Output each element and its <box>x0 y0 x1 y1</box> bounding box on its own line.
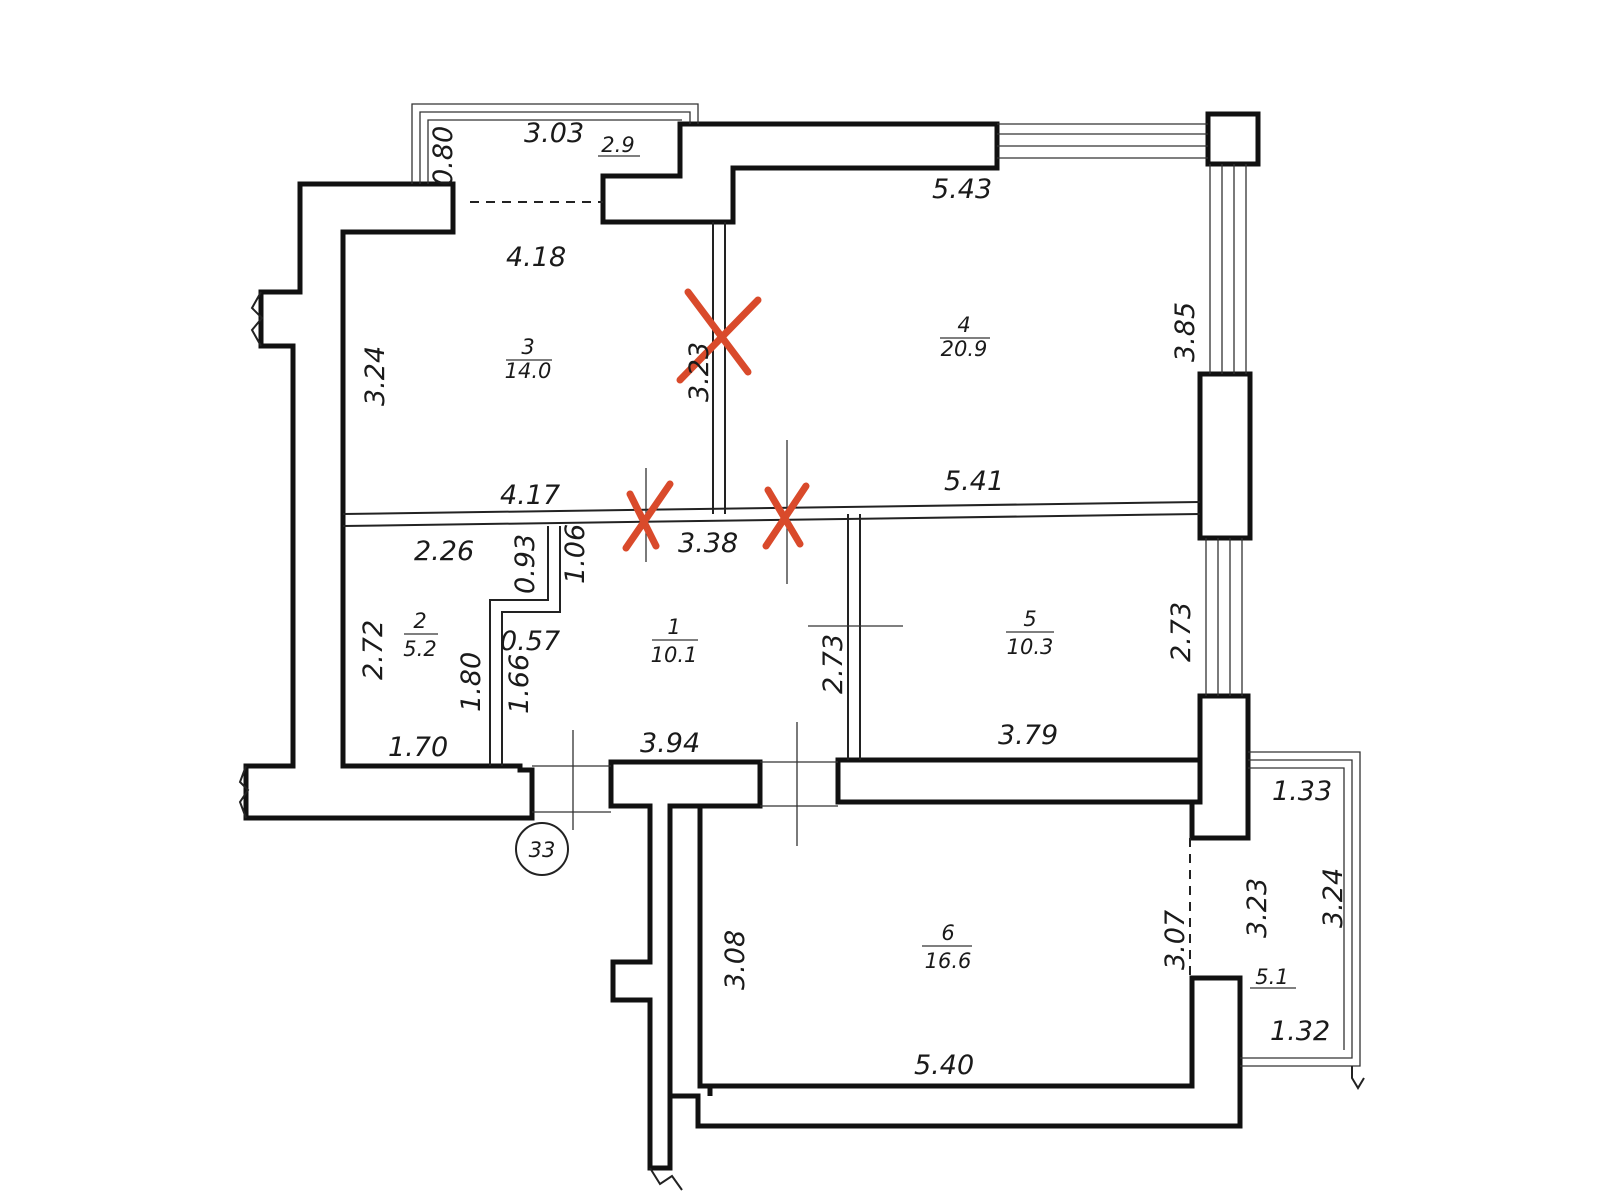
east-pier <box>1197 371 1253 541</box>
dim-label: 3.07 <box>1160 910 1191 970</box>
room-label-4: 4 20.9 <box>940 313 990 361</box>
room-label-3: 3 14.0 <box>505 335 552 383</box>
partition-2-hall-a <box>489 526 549 766</box>
dimension-labels: 3.03 0.80 5.43 4.18 3.24 3.23 3.85 4.17 … <box>358 118 1349 1081</box>
cross-mark-icon <box>676 288 762 384</box>
room-area-5: 10.3 <box>1007 635 1054 659</box>
dim-label: 1.32 <box>1270 1016 1330 1047</box>
dim-label: 3.23 <box>1242 878 1273 938</box>
north-wall-block <box>600 121 1000 225</box>
balcony-label-north: 2.9 <box>598 133 640 157</box>
cross-mark-icon <box>762 482 810 550</box>
dim-label: 3.08 <box>720 930 751 990</box>
balcony-label-south: 5.1 <box>1250 965 1296 989</box>
room-number-2: 2 <box>413 609 426 633</box>
dim-label: 2.72 <box>358 620 389 680</box>
dim-label: 3.85 <box>1170 302 1201 362</box>
break-mark-w-upper <box>250 291 264 347</box>
balcony-rail-south <box>1240 751 1361 1067</box>
dim-label: 3.94 <box>640 728 700 759</box>
dim-label: 1.70 <box>388 732 448 763</box>
dim-label: 3.38 <box>678 528 738 559</box>
dim-label: 1.80 <box>456 652 487 712</box>
cross-mark-icon <box>622 480 674 552</box>
room-number-5: 5 <box>1023 607 1036 631</box>
dim-label: 5.41 <box>944 466 1004 497</box>
room-area-6: 16.6 <box>925 949 972 973</box>
axis-marker-label: 33 <box>529 838 556 862</box>
room-label-6: 6 16.6 <box>922 921 972 973</box>
balconies-windows <box>411 103 1365 1090</box>
room-number-4: 4 <box>957 313 970 337</box>
dim-label: 1.33 <box>1272 776 1332 807</box>
dim-label: 0.80 <box>428 126 459 186</box>
room-area-4: 20.9 <box>941 337 988 361</box>
balcony-rail-south-2 <box>1240 759 1353 1059</box>
dim-label: 1.66 <box>504 654 535 714</box>
dim-label: 2.73 <box>818 634 849 694</box>
room-number-6: 6 <box>941 921 954 945</box>
room-area-3: 14.0 <box>505 359 552 383</box>
room-number-3: 3 <box>521 335 534 359</box>
partition-2-hall-b <box>501 526 561 766</box>
room-label-1: 1 10.1 <box>651 615 698 667</box>
dim-label: 1.06 <box>560 524 591 584</box>
dim-label: 3.79 <box>998 720 1058 751</box>
partition-horizontal-b <box>342 513 1201 527</box>
balcony-rail-north-inner2 <box>427 119 682 184</box>
axis-marker: 33 <box>515 822 569 876</box>
room-label-2: 2 5.2 <box>403 609 438 661</box>
mid-wall-right <box>835 757 1203 805</box>
dim-label: 5.43 <box>932 174 992 205</box>
dim-label: 3.23 <box>684 342 715 402</box>
break-mark-sw <box>649 1167 683 1191</box>
partition-horizontal-a <box>342 501 1201 515</box>
balcony-area-south: 5.1 <box>1255 965 1288 989</box>
room-number-1: 1 <box>667 615 680 639</box>
dim-label: 2.73 <box>1166 602 1197 662</box>
balcony-rail-south-3 <box>1248 767 1345 1050</box>
room-label-5: 5 10.3 <box>1006 607 1054 659</box>
dim-label: 5.40 <box>914 1050 974 1081</box>
dim-label: 4.17 <box>500 480 560 511</box>
interior-partitions <box>342 201 1201 978</box>
dim-label: 0.93 <box>510 534 541 594</box>
dim-label: 0.57 <box>500 626 560 657</box>
room-area-2: 5.2 <box>403 637 436 661</box>
break-mark-w-lower <box>238 765 250 819</box>
balcony-rail-north-inner <box>419 111 691 184</box>
dim-label: 3.03 <box>524 118 584 149</box>
balcony-area-north: 2.9 <box>601 133 634 157</box>
dim-label: 4.18 <box>506 242 566 273</box>
dim-label: 3.24 <box>360 346 391 406</box>
dim-label: 2.26 <box>414 536 474 567</box>
corner-column-ne <box>1205 111 1261 167</box>
room-area-1: 10.1 <box>651 643 698 667</box>
south-wall-inner <box>697 806 1192 1089</box>
dim-label: 3.24 <box>1318 868 1349 928</box>
exterior-walls <box>243 111 1261 1191</box>
balcony-rail-north <box>411 103 699 184</box>
break-mark-se <box>1351 1066 1365 1090</box>
